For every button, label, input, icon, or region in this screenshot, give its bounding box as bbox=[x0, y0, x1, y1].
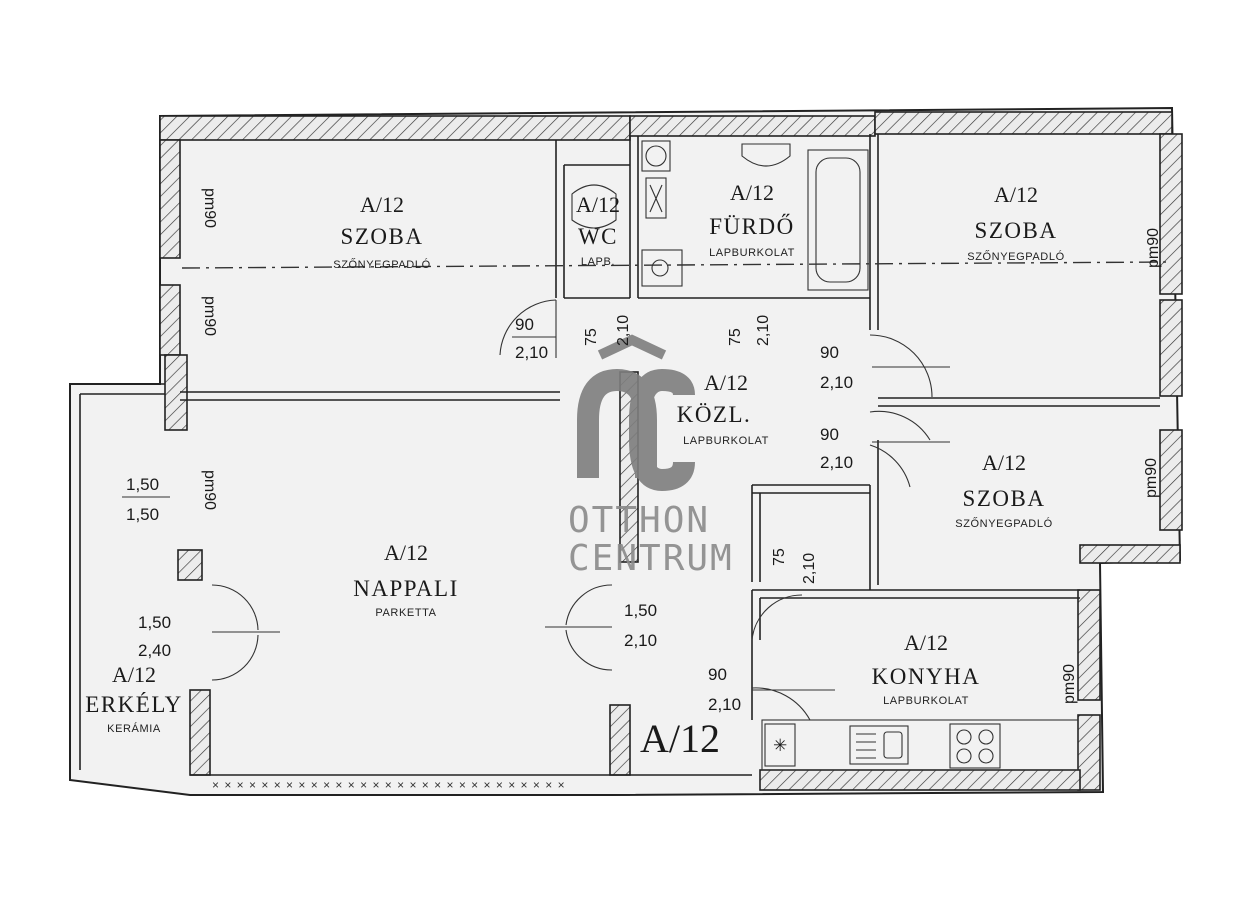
window-tag: pm90 bbox=[1061, 664, 1078, 704]
room-kozlekedo: A/12 KÖZL. LAPBURKOLAT bbox=[677, 370, 769, 447]
door-height: 2,10 bbox=[820, 453, 853, 472]
room-erkely: A/12 ERKÉLY KERÁMIA bbox=[85, 662, 182, 735]
window-height: 1,50 bbox=[126, 505, 159, 524]
unit-label: A/12 bbox=[640, 716, 720, 761]
room-szoba-2: A/12 SZOBA SZŐNYEGPADLÓ bbox=[967, 182, 1064, 263]
door-dim-nappali: 1,50 2,10 bbox=[624, 601, 657, 650]
door-width: 75 bbox=[727, 328, 744, 346]
window-tag: pm90 bbox=[201, 296, 218, 336]
room-name: SZOBA bbox=[963, 486, 1046, 511]
room-konyha: A/12 KONYHA LAPBURKOLAT bbox=[872, 630, 981, 707]
door-dim-szoba2: 90 2,10 bbox=[820, 343, 853, 392]
door-dim-kamra: 75 2,10 bbox=[771, 548, 818, 584]
room-code: A/12 bbox=[704, 370, 748, 395]
door-height: 2,10 bbox=[820, 373, 853, 392]
door-width: 90 bbox=[820, 343, 839, 362]
room-name: SZOBA bbox=[975, 218, 1058, 243]
room-floor: KERÁMIA bbox=[107, 722, 161, 735]
logo-c-mark bbox=[629, 368, 695, 492]
door-swings bbox=[177, 299, 950, 721]
room-floor: LAPBURKOLAT bbox=[883, 695, 969, 707]
room-szoba-1: A/12 SZOBA SZŐNYEGPADLÓ bbox=[333, 192, 430, 271]
logo-line2: CENTRUM bbox=[568, 538, 734, 579]
door-dim-erkely: 1,50 2,40 bbox=[138, 613, 171, 660]
room-nappali: A/12 NAPPALI PARKETTA bbox=[353, 540, 459, 619]
room-code: A/12 bbox=[112, 662, 156, 687]
room-code: A/12 bbox=[904, 630, 948, 655]
room-name: ERKÉLY bbox=[85, 692, 182, 717]
room-name: FÜRDŐ bbox=[709, 213, 794, 239]
door-height: 2,10 bbox=[515, 343, 548, 362]
door-width: 90 bbox=[820, 425, 839, 444]
door-width: 1,50 bbox=[624, 601, 657, 620]
room-name: SZOBA bbox=[341, 224, 424, 249]
otthon-centrum-logo: OTTHON CENTRUM bbox=[568, 334, 734, 579]
bathroom-fixtures bbox=[571, 140, 869, 291]
door-height: 2,10 bbox=[755, 315, 772, 346]
kitchen-counter: ✳ bbox=[761, 719, 1079, 771]
south-facade: × × × × × × × × × × × × × × × × × × × × … bbox=[69, 383, 630, 796]
room-name: KONYHA bbox=[872, 664, 981, 689]
room-floor: LAPBURKOLAT bbox=[683, 435, 769, 447]
door-dim-konyha: 90 2,10 bbox=[708, 665, 741, 714]
room-wc: A/12 WC LAPB. bbox=[576, 192, 620, 268]
door-dim-szoba3: 90 2,10 bbox=[820, 425, 853, 472]
room-floor: SZŐNYEGPADLÓ bbox=[333, 257, 430, 271]
door-width: 75 bbox=[583, 328, 600, 346]
room-floor: SZŐNYEGPADLÓ bbox=[967, 249, 1064, 263]
interior-walls bbox=[180, 134, 1160, 776]
room-code: A/12 bbox=[730, 180, 774, 205]
door-width: 90 bbox=[515, 315, 534, 334]
svg-text:× × × × × × × × × × × × × × ×: × × × × × × × × × × × × × × × × × × × × … bbox=[212, 778, 566, 792]
room-floor: LAPBURKOLAT bbox=[709, 247, 795, 259]
window-tag: pm90 bbox=[1145, 228, 1162, 268]
window-dim-erkely: 1,50 1,50 bbox=[122, 475, 170, 524]
window-tags: pm90 pm90 pm90 pm90 pm90 pm90 bbox=[201, 188, 1162, 704]
room-name: NAPPALI bbox=[353, 576, 459, 601]
room-szoba-3: A/12 SZOBA SZŐNYEGPADLÓ bbox=[955, 450, 1052, 530]
room-code: A/12 bbox=[384, 540, 428, 565]
window-width: 1,50 bbox=[126, 475, 159, 494]
door-height: 2,40 bbox=[138, 641, 171, 660]
door-height: 2,10 bbox=[615, 315, 632, 346]
door-width: 75 bbox=[771, 548, 788, 566]
room-furdo: A/12 FÜRDŐ LAPBURKOLAT bbox=[709, 180, 795, 259]
window-tag: pm90 bbox=[201, 470, 218, 510]
room-name: WC bbox=[578, 224, 618, 249]
door-width: 1,50 bbox=[138, 613, 171, 632]
room-floor: LAPB. bbox=[581, 256, 615, 268]
room-code: A/12 bbox=[360, 192, 404, 217]
svg-text:✳: ✳ bbox=[773, 736, 787, 755]
door-width: 90 bbox=[708, 665, 727, 684]
door-dim-wc: 75 2,10 bbox=[583, 315, 632, 346]
room-floor: PARKETTA bbox=[375, 607, 436, 619]
door-dim-szoba1: 90 2,10 bbox=[512, 315, 556, 362]
room-code: A/12 bbox=[994, 182, 1038, 207]
door-height: 2,10 bbox=[801, 553, 818, 584]
room-code: A/12 bbox=[576, 192, 620, 217]
window-tag: pm90 bbox=[1143, 458, 1160, 498]
room-name: KÖZL. bbox=[677, 402, 752, 427]
door-height: 2,10 bbox=[708, 695, 741, 714]
window-tag: pm90 bbox=[201, 188, 218, 228]
room-floor: SZŐNYEGPADLÓ bbox=[955, 516, 1052, 530]
logo-line1: OTTHON bbox=[568, 500, 710, 541]
door-dim-furdo: 75 2,10 bbox=[727, 315, 772, 346]
door-height: 2,10 bbox=[624, 631, 657, 650]
room-code: A/12 bbox=[982, 450, 1026, 475]
